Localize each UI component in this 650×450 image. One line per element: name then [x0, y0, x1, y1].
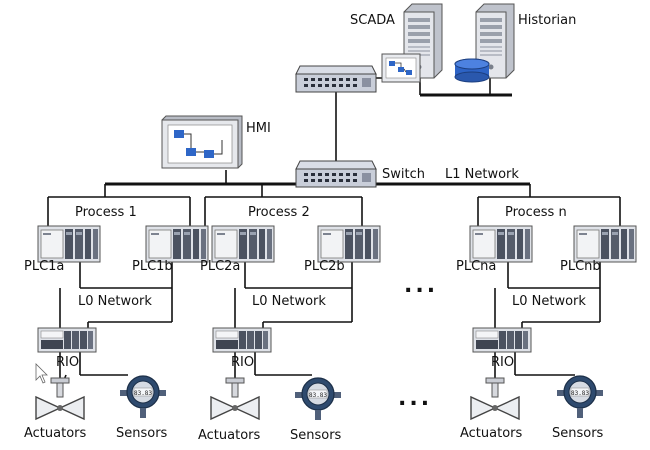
- plc-na[interactable]: [469, 225, 533, 263]
- sensors-label: Sensors: [290, 428, 342, 443]
- process-label: Process 2: [248, 205, 310, 220]
- database-icon: [454, 58, 490, 83]
- hmi-screen-icon: [174, 130, 223, 158]
- sensors-label: Sensors: [116, 426, 168, 441]
- sensor-icon: 83.83: [294, 377, 342, 421]
- valve-icon: [470, 377, 520, 420]
- plc-label: PLCnb: [560, 259, 601, 274]
- valve-icon: [210, 377, 260, 420]
- plc-label: PLC1a: [24, 259, 64, 274]
- process-n: Process n PLCna PLCnb L0 Network RIO 83.…: [456, 205, 637, 441]
- process-1: Process 1 PLC1a PLC1b L0 Network RIO 83.…: [24, 205, 209, 441]
- rio-n[interactable]: [472, 327, 532, 353]
- sensors-label: Sensors: [552, 426, 604, 441]
- plc-1a[interactable]: [37, 225, 101, 263]
- scada-label: SCADA: [350, 13, 395, 28]
- plc-2b[interactable]: [317, 225, 381, 263]
- plc-label: PLC2a: [200, 259, 240, 274]
- rio-2[interactable]: [212, 327, 272, 353]
- more-field-ellipsis: ...: [398, 386, 432, 411]
- plc-1b[interactable]: [145, 225, 209, 263]
- l0-network-label: L0 Network: [512, 294, 586, 309]
- l0-network-label: L0 Network: [252, 294, 326, 309]
- l1-switch[interactable]: Switch: [295, 160, 425, 188]
- actuators-label: Actuators: [460, 426, 523, 441]
- rio-label: RIO: [231, 355, 254, 370]
- field-drops: [59, 352, 496, 378]
- valve-icon: [35, 377, 85, 420]
- plc-2a[interactable]: [211, 225, 275, 263]
- sensor-display: 83.83: [571, 390, 589, 397]
- plc-label: PLC2b: [304, 259, 345, 274]
- sensor-icon: 83.83: [556, 375, 604, 419]
- switch-label: Switch: [382, 167, 425, 182]
- rio-label: RIO: [491, 355, 514, 370]
- plc-nb[interactable]: [573, 225, 637, 263]
- sensor-display: 83.83: [309, 392, 327, 399]
- rio-label: RIO: [56, 355, 79, 370]
- more-processes-ellipsis: ...: [404, 273, 438, 298]
- hmi-label: HMI: [246, 121, 271, 136]
- process-n-wiring: [477, 184, 621, 376]
- plc-label: PLC1b: [132, 259, 173, 274]
- rio-1[interactable]: [37, 327, 97, 353]
- actuators-label: Actuators: [24, 426, 87, 441]
- core-switch[interactable]: [295, 65, 377, 93]
- process-label: Process n: [505, 205, 567, 220]
- hmi-panel[interactable]: HMI: [161, 115, 271, 169]
- sensor-display: 83.83: [134, 390, 152, 397]
- process-2: Process 2 PLC2a PLC2b L0 Network RIO 83.…: [198, 205, 381, 443]
- l0-network-label: L0 Network: [78, 294, 152, 309]
- mouse-cursor-icon: [35, 363, 48, 384]
- scada-screen-icon: [381, 53, 421, 83]
- actuators-label: Actuators: [198, 428, 261, 443]
- process-label: Process 1: [75, 205, 137, 220]
- process-2-wiring: [204, 184, 363, 376]
- historian-server[interactable]: Historian: [454, 3, 576, 83]
- process-1-wiring: [47, 184, 191, 386]
- l1-network-label: L1 Network: [445, 167, 519, 182]
- scada-server[interactable]: SCADA: [350, 3, 443, 83]
- historian-label: Historian: [518, 13, 576, 28]
- plc-label: PLCna: [456, 259, 496, 274]
- sensor-icon: 83.83: [119, 375, 167, 419]
